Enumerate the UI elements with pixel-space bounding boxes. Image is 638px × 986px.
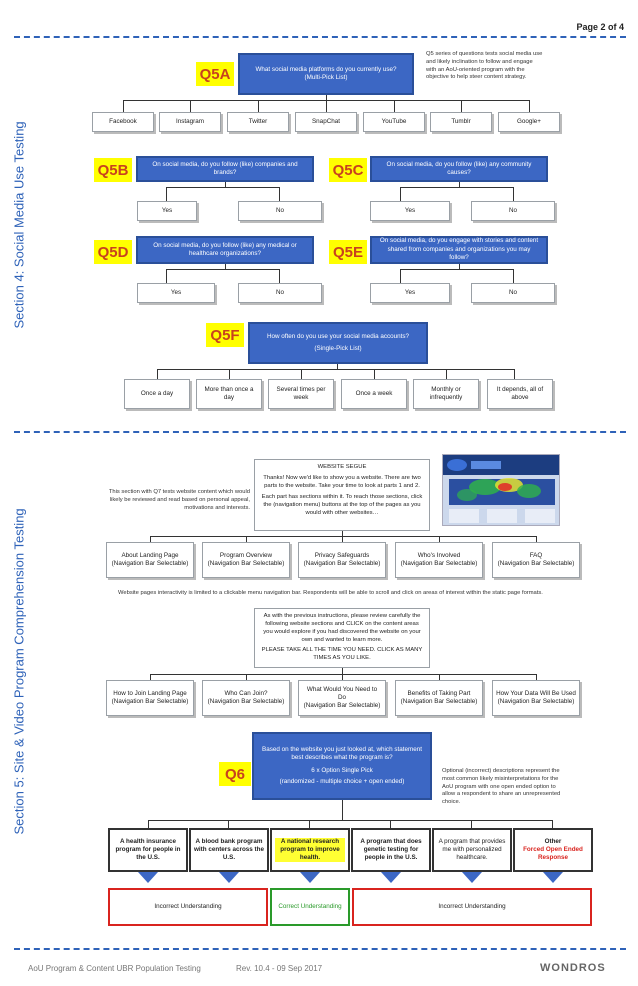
- q5f-option-once-a-day[interactable]: Once a day: [124, 379, 190, 409]
- arrow-icon: [543, 872, 563, 883]
- section-divider-bottom: [14, 948, 626, 950]
- nav-how-your-data-will-be-used[interactable]: How Your Data Will Be Used(Navigation Ba…: [492, 680, 580, 716]
- q5c-no[interactable]: No: [471, 201, 555, 221]
- q5e-no[interactable]: No: [471, 283, 555, 303]
- q5a-option-facebook[interactable]: Facebook: [92, 112, 154, 132]
- q5e-yes[interactable]: Yes: [370, 283, 450, 303]
- nav-faq[interactable]: FAQ(Navigation Bar Selectable): [492, 542, 580, 578]
- heatmap-image: [443, 455, 559, 523]
- q5f-option-several-times[interactable]: Several times per week: [268, 379, 334, 409]
- q5a-label: Q5A: [196, 62, 234, 86]
- arrow-icon: [300, 872, 320, 883]
- arrow-icon: [462, 872, 482, 883]
- q5e-label: Q5E: [329, 240, 367, 264]
- section-divider-top: [14, 36, 626, 38]
- q5a-option-instagram[interactable]: Instagram: [159, 112, 221, 132]
- nav-benefits-of-taking-part[interactable]: Benefits of Taking Part(Navigation Bar S…: [395, 680, 483, 716]
- q5c-yes[interactable]: Yes: [370, 201, 450, 221]
- arrow-icon: [138, 872, 158, 883]
- nav-how-to-join[interactable]: How to Join Landing Page(Navigation Bar …: [106, 680, 194, 716]
- segue-title: WEBSITE SEGUE: [317, 464, 367, 470]
- website-heatmap-thumbnail: [442, 454, 560, 526]
- q5a-option-twitter[interactable]: Twitter: [227, 112, 289, 132]
- q6-type: 6 x Option Single Pick: [311, 766, 373, 774]
- q5a-option-google-plus[interactable]: Google+: [498, 112, 560, 132]
- q5f-question: How often do you use your social media a…: [266, 333, 410, 340]
- q5d-no[interactable]: No: [238, 283, 322, 303]
- segue-left-note: This section with Q7 tests website conte…: [108, 489, 250, 511]
- instructions-p2: PLEASE TAKE ALL THE TIME YOU NEED. CLICK…: [261, 646, 423, 661]
- q6-type-detail: (randomized - multiple choice + open end…: [279, 778, 405, 785]
- nav-program-overview[interactable]: Program Overview(Navigation Bar Selectab…: [202, 542, 290, 578]
- segue-p1: Thanks! Now we'd like to show you a webs…: [263, 474, 421, 489]
- q6-option-genetic-testing[interactable]: A program that does genetic testing for …: [351, 828, 431, 872]
- footer-revision: Rev. 10.4 - 09 Sep 2017: [236, 964, 323, 973]
- q5c-question: On social media, do you follow (like) an…: [370, 156, 548, 182]
- q6-option-national-research[interactable]: A national research program to improve h…: [270, 828, 350, 872]
- q5a-type: (Multi-Pick List): [304, 74, 348, 81]
- q5c-label: Q5C: [329, 158, 367, 182]
- q6-question-box: Based on the website you just looked at,…: [252, 732, 432, 800]
- q5b-label: Q5B: [94, 158, 132, 182]
- q6-option-other[interactable]: Other Forced Open Ended Response: [513, 828, 593, 872]
- q5f-option-more-than-once[interactable]: More than once a day: [196, 379, 262, 409]
- page-number: Page 2 of 4: [576, 22, 624, 32]
- section-5-title: Section 5: Site & Video Program Comprehe…: [11, 508, 27, 835]
- q5d-label: Q5D: [94, 240, 132, 264]
- q5f-option-monthly[interactable]: Monthly or infrequently: [413, 379, 479, 409]
- q6-question: Based on the website you just looked at,…: [262, 745, 422, 762]
- q6-label: Q6: [219, 762, 251, 786]
- footer-brand-logo: WONDROS: [540, 962, 606, 974]
- q5e-question: On social media, do you engage with stor…: [370, 236, 548, 264]
- nav-who-can-join[interactable]: Who Can Join?(Navigation Bar Selectable): [202, 680, 290, 716]
- nav-whos-involved[interactable]: Who's Involved(Navigation Bar Selectable…: [395, 542, 483, 578]
- website-segue-box: WEBSITE SEGUE Thanks! Now we'd like to s…: [254, 459, 430, 531]
- q5f-option-it-depends[interactable]: It depends, all of above: [487, 379, 553, 409]
- q5d-question: On social media, do you follow (like) an…: [136, 236, 314, 264]
- q6-option-blood-bank[interactable]: A blood bank program with centers across…: [189, 828, 269, 872]
- arrow-icon: [219, 872, 239, 883]
- q5b-question: On social media, do you follow (like) co…: [136, 156, 314, 182]
- q5f-option-once-a-week[interactable]: Once a week: [341, 379, 407, 409]
- arrow-icon: [381, 872, 401, 883]
- section-divider-middle: [14, 431, 626, 433]
- q6-note: Optional (incorrect) descriptions repres…: [442, 768, 561, 806]
- result-correct: Correct Understanding: [270, 888, 350, 926]
- section-4-title: Section 4: Social Media Use Testing: [11, 121, 27, 329]
- q5a-question: What social media platforms do you curre…: [255, 65, 397, 73]
- nav-what-you-need-to-do[interactable]: What Would You Need to Do(Navigation Bar…: [298, 680, 386, 716]
- q6-option-personalized-healthcare[interactable]: A program that provides me with personal…: [432, 828, 512, 872]
- nav-privacy-safeguards[interactable]: Privacy Safeguards(Navigation Bar Select…: [298, 542, 386, 578]
- q5f-type: (Single-Pick List): [314, 344, 362, 352]
- result-incorrect-right: Incorrect Understanding: [352, 888, 592, 926]
- result-incorrect-left: Incorrect Understanding: [108, 888, 268, 926]
- q5a-option-tumblr[interactable]: Tumblr: [430, 112, 492, 132]
- q5a-option-snapchat[interactable]: SnapChat: [295, 112, 357, 132]
- q5f-label: Q5F: [206, 323, 244, 347]
- q6-arrows: [138, 872, 563, 883]
- q5b-yes[interactable]: Yes: [137, 201, 197, 221]
- instructions-p1: As with the previous instructions, pleas…: [263, 613, 421, 643]
- q5a-note: Q5 series of questions tests social medi…: [426, 51, 543, 81]
- q5b-no[interactable]: No: [238, 201, 322, 221]
- nav-about-landing-page[interactable]: About Landing Page(Navigation Bar Select…: [106, 542, 194, 578]
- q6-option-health-insurance[interactable]: A health insurance program for people in…: [108, 828, 188, 872]
- q5d-yes[interactable]: Yes: [137, 283, 215, 303]
- q5f-question-box: How often do you use your social media a…: [248, 322, 428, 364]
- instructions-box: As with the previous instructions, pleas…: [254, 608, 430, 668]
- footer-title: AoU Program & Content UBR Population Tes…: [28, 964, 201, 973]
- interactivity-note: Website pages interactivity is limited t…: [118, 590, 543, 596]
- q5a-question-box: What social media platforms do you curre…: [238, 53, 414, 95]
- q5a-option-youtube[interactable]: YouTube: [363, 112, 425, 132]
- segue-p2: Each part has sections within it. To rea…: [261, 493, 423, 516]
